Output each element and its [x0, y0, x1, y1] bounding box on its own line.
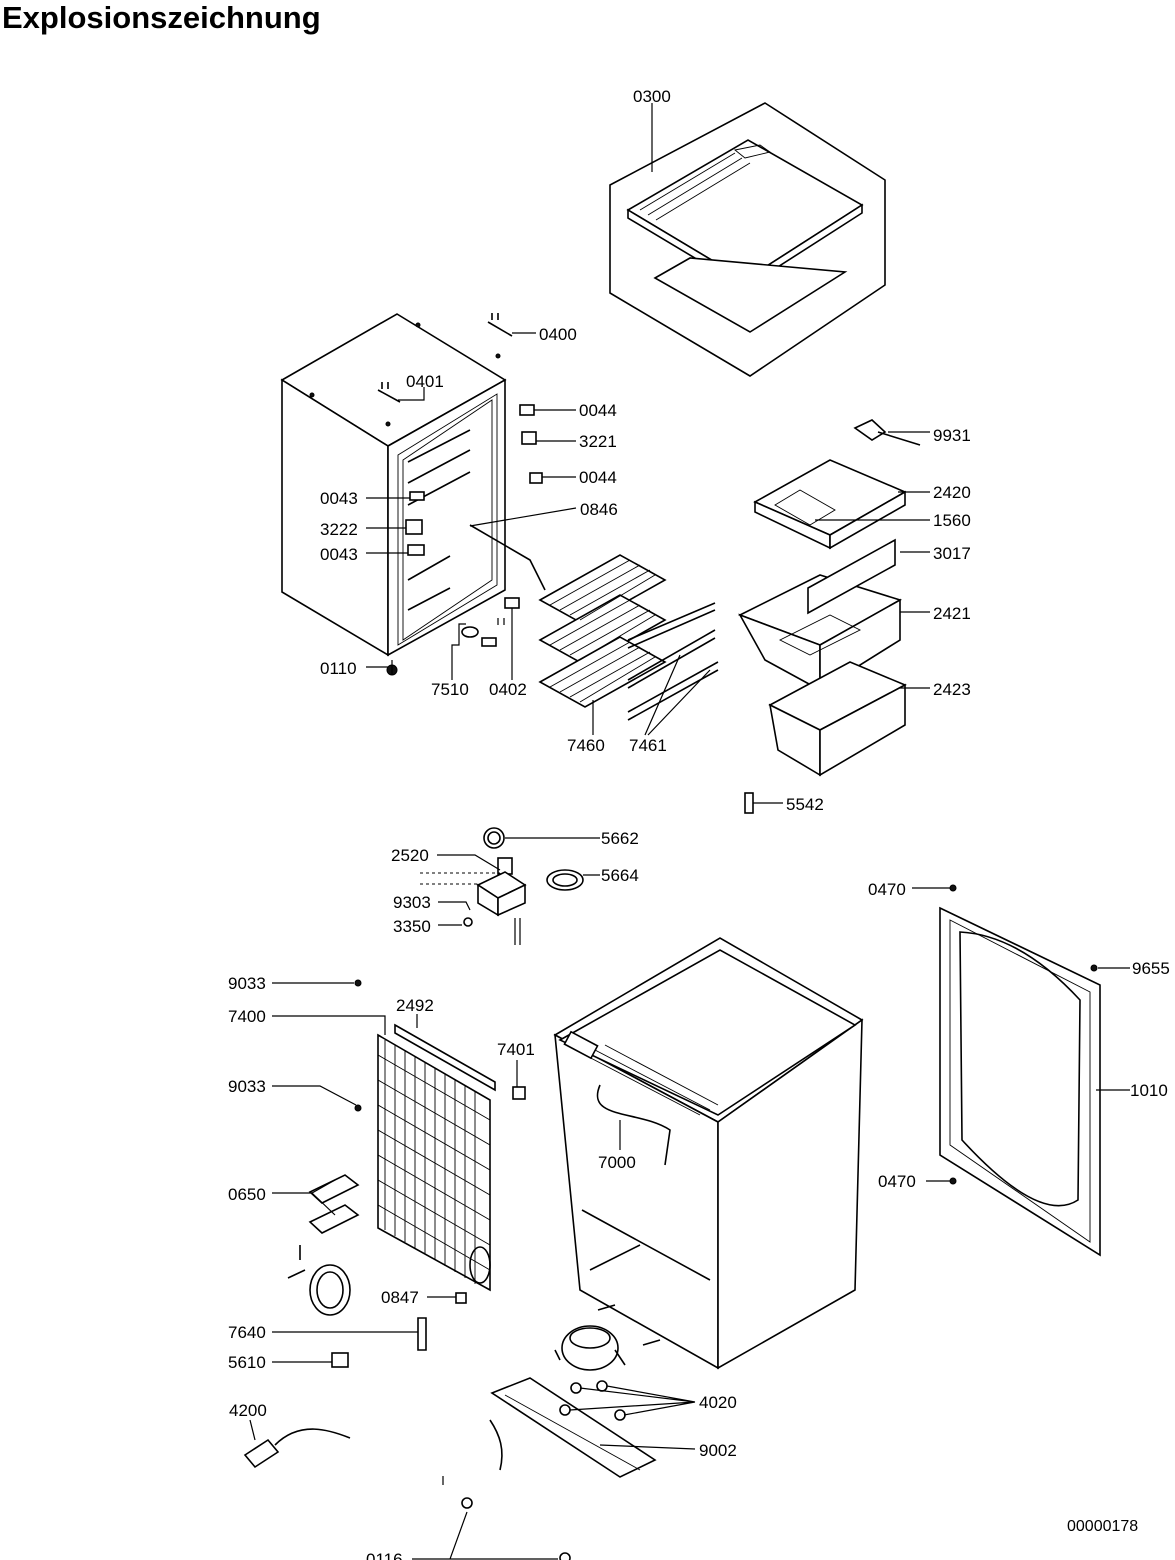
label-3221: 3221	[579, 432, 617, 451]
label-3017: 3017	[933, 544, 971, 563]
part-condenser	[354, 979, 526, 1292]
label-9033-lower: 9033	[228, 1077, 266, 1096]
label-2420: 2420	[933, 483, 971, 502]
label-0043-upper: 0043	[320, 489, 358, 508]
label-3222: 3222	[320, 520, 358, 539]
part-evaporator	[469, 524, 719, 721]
label-2520: 2520	[391, 846, 429, 865]
label-0470-upper: 0470	[868, 880, 906, 899]
label-5542: 5542	[786, 795, 824, 814]
part-cabinet-body	[280, 313, 507, 676]
label-0847: 0847	[381, 1288, 419, 1307]
label-7460: 7460	[567, 736, 605, 755]
label-2423: 2423	[933, 680, 971, 699]
label-0400: 0400	[539, 325, 577, 344]
part-labels: 0300 0400 0401 0044 3221 0044 9931 2420 …	[228, 87, 1170, 1560]
label-0650: 0650	[228, 1185, 266, 1204]
part-misc-accessories	[243, 1174, 467, 1469]
label-0846: 0846	[580, 500, 618, 519]
label-9655: 9655	[1132, 959, 1170, 978]
label-7510: 7510	[431, 680, 469, 699]
part-compressor	[442, 1304, 661, 1560]
label-0044-lower: 0044	[579, 468, 617, 487]
label-5610: 5610	[228, 1353, 266, 1372]
label-0044-upper: 0044	[579, 401, 617, 420]
label-9002: 9002	[699, 1441, 737, 1460]
label-0402: 0402	[489, 680, 527, 699]
part-thermostat	[420, 827, 584, 945]
label-3350: 3350	[393, 917, 431, 936]
label-7640: 7640	[228, 1323, 266, 1342]
label-5662: 5662	[601, 829, 639, 848]
label-4200: 4200	[229, 1401, 267, 1420]
label-9931: 9931	[933, 426, 971, 445]
document-number: 00000178	[1067, 1518, 1139, 1535]
label-0110: 0110	[320, 659, 357, 678]
label-7000: 7000	[598, 1153, 636, 1172]
part-top-cover	[609, 102, 886, 377]
part-housing	[553, 937, 864, 1370]
label-1010: 1010	[1130, 1081, 1168, 1100]
label-0401: 0401	[406, 372, 444, 391]
label-0300: 0300	[633, 87, 671, 106]
part-hinges-and-brackets	[377, 313, 543, 647]
label-2421: 2421	[933, 604, 971, 623]
label-5664: 5664	[601, 866, 639, 885]
leader-lines	[249, 103, 1130, 1560]
part-drawers	[738, 419, 921, 814]
label-1560: 1560	[933, 511, 971, 530]
part-door	[939, 884, 1101, 1257]
label-4020: 4020	[699, 1393, 737, 1412]
label-9303: 9303	[393, 893, 431, 912]
label-0470-lower: 0470	[878, 1172, 916, 1191]
label-0043-lower: 0043	[320, 545, 358, 564]
label-0116: 0116	[366, 1550, 403, 1560]
page-title: Explosionszeichnung	[2, 0, 321, 35]
label-9033-upper: 9033	[228, 974, 266, 993]
label-7400: 7400	[228, 1007, 266, 1026]
label-7401: 7401	[497, 1040, 535, 1059]
label-2492: 2492	[396, 996, 434, 1015]
label-7461: 7461	[629, 736, 667, 755]
